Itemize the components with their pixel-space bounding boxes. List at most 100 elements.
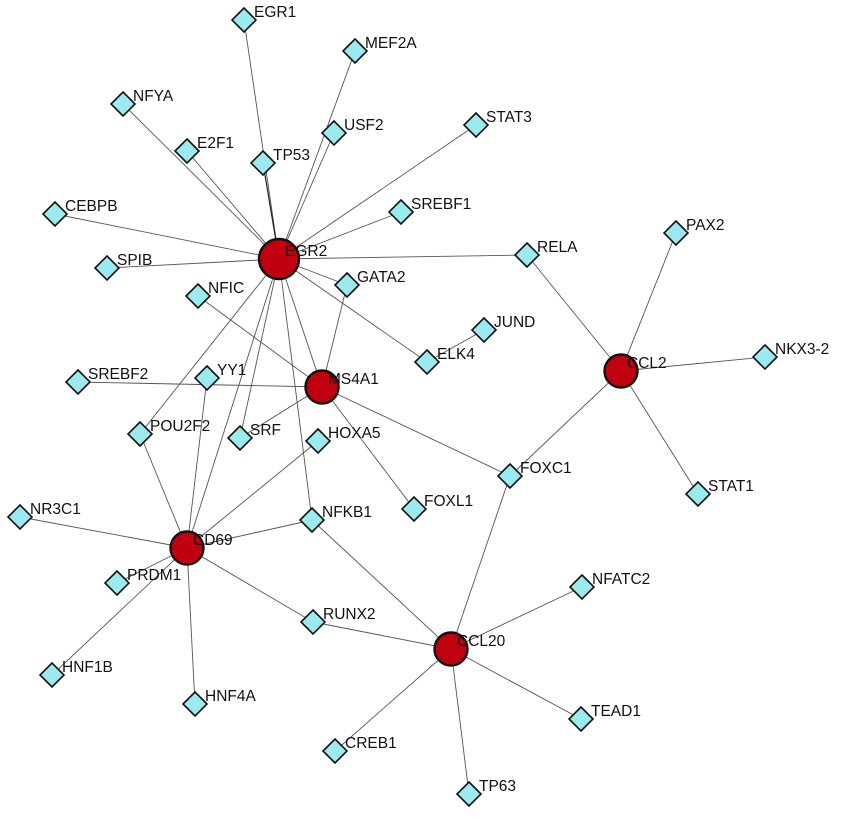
node-creb1[interactable]: CREB1 (321, 735, 397, 765)
node-label-tp63: TP63 (479, 778, 516, 795)
node-label-mef2a: MEF2A (365, 35, 417, 52)
node-jund[interactable]: JUND (470, 314, 535, 344)
node-label-ccl2: CCL2 (627, 355, 667, 372)
tf-diamond-rela (513, 241, 541, 269)
node-yy1[interactable]: YY1 (193, 362, 246, 392)
tf-diamond-mef2a (341, 37, 369, 65)
node-spib[interactable]: SPIB (93, 252, 152, 282)
node-label-prdm1: PRDM1 (127, 567, 181, 584)
node-cd69[interactable]: CD69 (169, 530, 233, 566)
node-gata2[interactable]: GATA2 (333, 269, 406, 299)
node-label-creb1: CREB1 (345, 735, 397, 752)
node-hoxa5[interactable]: HOXA5 (304, 425, 381, 455)
node-srebf1[interactable]: SREBF1 (387, 196, 471, 226)
edge-ccl20-tp63 (450, 648, 470, 795)
node-tp63[interactable]: TP63 (455, 778, 516, 808)
edge-cd69-nr3c1 (19, 516, 188, 549)
node-label-cebpb: CEBPB (65, 198, 118, 215)
node-mef2a[interactable]: MEF2A (341, 35, 417, 65)
node-egr1[interactable]: EGR1 (230, 4, 296, 34)
tf-diamond-foxc1 (496, 462, 524, 490)
node-nr3c1[interactable]: NR3C1 (6, 501, 81, 531)
node-stat3[interactable]: STAT3 (462, 109, 532, 139)
node-label-rela: RELA (537, 239, 578, 256)
node-label-foxl1: FOXL1 (424, 493, 473, 510)
node-label-nr3c1: NR3C1 (30, 501, 81, 518)
node-runx2[interactable]: RUNX2 (299, 606, 376, 636)
tf-diamond-hnf4a (181, 690, 209, 718)
edge-egr2-nfya (122, 103, 280, 260)
node-label-ms4a1: MS4A1 (328, 371, 379, 388)
node-ccl2[interactable]: CCL2 (603, 353, 667, 389)
node-pax2[interactable]: PAX2 (662, 217, 725, 247)
node-label-nfatc2: NFATC2 (592, 571, 650, 588)
edge-ccl2-pax2 (620, 232, 677, 372)
node-foxc1[interactable]: FOXC1 (496, 460, 572, 490)
node-label-yy1: YY1 (217, 362, 246, 379)
edge-ms4a1-foxl1 (321, 386, 415, 510)
node-label-gata2: GATA2 (357, 269, 406, 286)
tf-diamond-srebf2 (64, 368, 92, 396)
node-nfya[interactable]: NFYA (109, 88, 174, 118)
edge-elk4-jund (426, 329, 485, 363)
edge-egr2-elk4 (278, 258, 428, 363)
node-egr2[interactable]: EGR2 (257, 237, 327, 281)
tf-diamond-nkx3-2 (751, 343, 779, 371)
node-usf2[interactable]: USF2 (320, 117, 384, 147)
edge-egr2-srebf1 (278, 211, 402, 260)
node-tead1[interactable]: TEAD1 (567, 703, 641, 733)
node-label-ccl20: CCL20 (457, 633, 506, 650)
edge-layer (19, 19, 766, 795)
node-srebf2[interactable]: SREBF2 (64, 366, 148, 396)
node-label-stat1: STAT1 (708, 478, 754, 495)
node-label-egr2: EGR2 (285, 243, 327, 260)
node-label-srf: SRF (250, 422, 281, 439)
node-srf[interactable]: SRF (226, 422, 281, 452)
node-label-foxc1: FOXC1 (520, 460, 572, 477)
node-nfatc2[interactable]: NFATC2 (568, 571, 650, 601)
node-e2f1[interactable]: E2F1 (173, 135, 234, 165)
node-label-usf2: USF2 (344, 117, 384, 134)
node-label-jund: JUND (494, 314, 535, 331)
node-cebpb[interactable]: CEBPB (41, 198, 118, 228)
node-label-runx2: RUNX2 (323, 606, 376, 623)
node-rela[interactable]: RELA (513, 239, 578, 269)
node-prdm1[interactable]: PRDM1 (103, 567, 181, 597)
edge-ccl2-stat1 (620, 370, 699, 495)
tf-diamond-tead1 (567, 705, 595, 733)
edge-egr2-usf2 (278, 132, 335, 260)
node-elk4[interactable]: ELK4 (413, 346, 475, 376)
node-nfic[interactable]: NFIC (184, 280, 244, 310)
node-hnf4a[interactable]: HNF4A (181, 688, 256, 718)
node-stat1[interactable]: STAT1 (684, 478, 754, 508)
edge-ccl2-foxc1 (509, 370, 622, 477)
edge-ms4a1-srebf2 (77, 381, 323, 388)
edge-cd69-nfkb1 (186, 519, 313, 549)
node-tp53[interactable]: TP53 (249, 147, 310, 177)
node-label-pou2f2: POU2F2 (150, 418, 210, 435)
node-ccl20[interactable]: CCL20 (433, 631, 506, 667)
edge-egr2-pou2f2 (139, 258, 280, 435)
tf-diamond-runx2 (299, 608, 327, 636)
hub-circle-cd69 (169, 530, 205, 566)
tf-diamond-cebpb (41, 200, 69, 228)
tf-diamond-nr3c1 (6, 503, 34, 531)
node-nfkb1[interactable]: NFKB1 (298, 504, 372, 534)
node-nkx3-2[interactable]: NKX3-2 (751, 341, 829, 371)
tf-diamond-srebf1 (387, 198, 415, 226)
node-ms4a1[interactable]: MS4A1 (304, 369, 379, 405)
node-label-hnf4a: HNF4A (205, 688, 256, 705)
edge-ccl2-rela (526, 254, 622, 372)
node-foxl1[interactable]: FOXL1 (400, 493, 473, 523)
edge-ms4a1-nfic (197, 295, 323, 388)
tf-diamond-elk4 (413, 348, 441, 376)
edge-egr2-e2f1 (186, 150, 280, 260)
tf-diamond-gata2 (333, 271, 361, 299)
edge-cd69-hnf1b (51, 547, 188, 676)
node-hnf1b[interactable]: HNF1B (38, 659, 113, 689)
node-pou2f2[interactable]: POU2F2 (126, 418, 210, 448)
node-label-pax2: PAX2 (686, 217, 725, 234)
edge-ccl20-nfatc2 (450, 586, 583, 650)
